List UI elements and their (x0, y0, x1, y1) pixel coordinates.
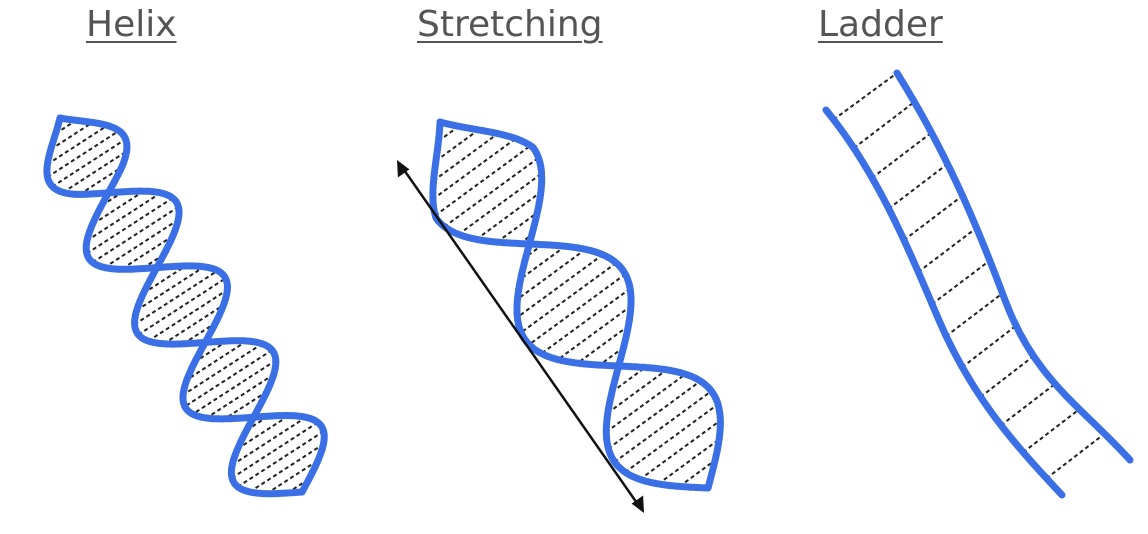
helix-base-pair (79, 166, 123, 196)
helix-base-pair (134, 269, 219, 326)
ladder-base-pair (833, 72, 898, 121)
ladder-base-pair (1000, 383, 1056, 427)
helix-base-pair (92, 206, 179, 264)
stretching-base-pair (516, 253, 604, 319)
ladder-rungs (833, 72, 1106, 480)
stretching-base-pair (607, 380, 701, 450)
helix-base-pair (147, 289, 228, 342)
helix-base-pair (137, 277, 227, 336)
stretching-base-pair (496, 211, 538, 243)
stretching-base-pair (434, 144, 532, 217)
helix-base-pair (184, 349, 273, 408)
ladder-rail-left (822, 106, 1066, 499)
stretching-strand-b (436, 118, 724, 492)
stretching-base-pair (657, 438, 720, 485)
stretching-title: Stretching (417, 4, 603, 45)
stretching-base-pair (614, 390, 712, 463)
stretching-base-pair (576, 325, 629, 364)
ladder-title: Ladder (818, 4, 943, 45)
helix-base-pair (192, 359, 277, 415)
helix-base-pair (120, 235, 174, 271)
stretching-panel (397, 118, 724, 513)
stretching-base-pair (432, 137, 517, 201)
helix-base-pair (86, 192, 162, 242)
stretching-rungs (432, 125, 721, 488)
stretching-base-pair (516, 248, 587, 301)
ladder-panel (822, 69, 1134, 499)
helix-base-pair (224, 390, 268, 420)
helix-base-pair (237, 430, 325, 488)
helix-base-pair (103, 218, 179, 269)
helix-base-pair (163, 304, 225, 345)
stretching-base-pair (607, 368, 668, 414)
helix-strand-b (56, 114, 328, 496)
helix-base-pair (142, 265, 187, 295)
stretching-base-pair (435, 129, 479, 162)
helix-base-pair (182, 342, 263, 396)
helix-base-pair (46, 129, 120, 178)
helix-panel (43, 114, 328, 498)
helix-base-pair (237, 414, 290, 450)
helix-base-pair (186, 340, 248, 381)
ladder-base-pair (888, 163, 949, 210)
stretching-base-pair (457, 172, 543, 236)
stretching-base-pair (433, 132, 499, 182)
ladder-base-pair (917, 227, 978, 273)
stretching-strand-a (429, 118, 712, 492)
stretching-base-pair (475, 191, 542, 241)
helix-base-pair (86, 197, 174, 255)
stretch-arrow-head-top (397, 160, 410, 178)
ladder-base-pair (1022, 408, 1081, 454)
helix-rungs (46, 119, 325, 495)
helix-base-pair (50, 121, 94, 151)
stretch-arrow-shaft (400, 166, 641, 507)
helix-base-pair (46, 124, 108, 166)
helix-title: Helix (86, 4, 177, 45)
ladder-rail-right (893, 69, 1134, 464)
stretching-base-pair (443, 156, 540, 228)
helix-base-pair (266, 459, 319, 495)
helix-base-pair (91, 190, 145, 226)
ladder-base-pair (1045, 432, 1106, 480)
stretching-base-pair (639, 419, 721, 481)
stretch-arrow-head-bottom (631, 495, 644, 513)
stretching-base-pair (678, 459, 716, 488)
helix-base-pair (249, 443, 324, 493)
helix-base-pair (51, 138, 127, 188)
ladder-base-pair (853, 101, 916, 149)
helix-base-pair (205, 373, 275, 419)
stretching-base-pair (605, 373, 686, 433)
ladder-base-pair (979, 355, 1035, 398)
stretching-base-pair (520, 245, 566, 280)
helix-base-pair (136, 265, 205, 312)
stretching-base-pair (557, 305, 632, 361)
stretch-double-arrow (397, 160, 644, 513)
ladder-base-pair (903, 194, 964, 241)
stretching-base-pair (624, 403, 719, 474)
helix-base-pair (231, 416, 307, 466)
stretching-base-pair (540, 287, 631, 355)
ladder-base-pair (961, 324, 1017, 368)
helix-strand-a (43, 114, 306, 498)
stretching-base-pair (528, 273, 626, 346)
ladder-base-pair (871, 131, 933, 179)
helix-base-pair (62, 150, 128, 194)
ladder-base-pair (945, 292, 1004, 337)
helix-base-pair (231, 421, 319, 479)
stretching-base-pair (520, 262, 617, 334)
ladder-base-pair (931, 259, 991, 305)
